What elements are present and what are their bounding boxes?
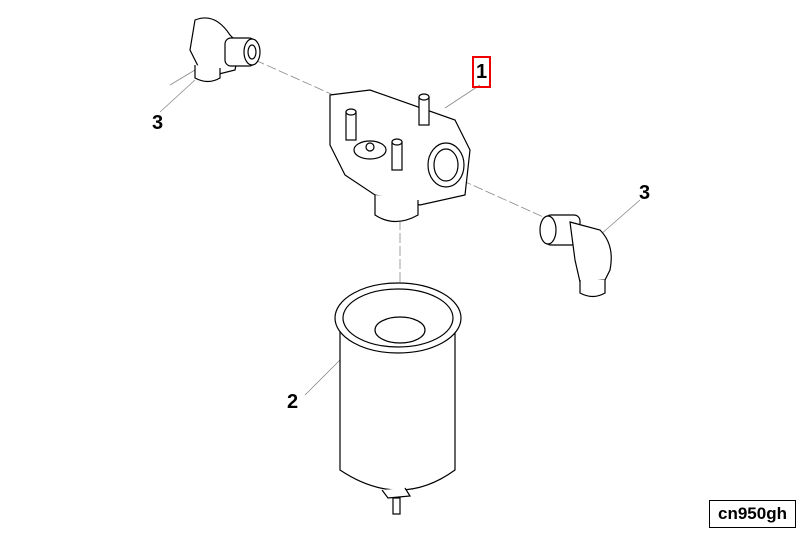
filter-element[interactable] bbox=[334, 282, 462, 515]
filter-head[interactable] bbox=[329, 89, 471, 223]
callout-3-left-label[interactable]: 3 bbox=[152, 112, 164, 134]
elbow-fitting-right[interactable] bbox=[539, 214, 612, 298]
callout-1-highlighted[interactable]: 1 bbox=[472, 56, 491, 88]
figure-code: cn950gh bbox=[709, 500, 796, 528]
callout-3-right-label[interactable]: 3 bbox=[639, 182, 651, 204]
callout-2-label[interactable]: 2 bbox=[287, 391, 299, 413]
callout-1-label: 1 bbox=[475, 61, 488, 83]
elbow-fitting-left[interactable] bbox=[189, 17, 261, 83]
